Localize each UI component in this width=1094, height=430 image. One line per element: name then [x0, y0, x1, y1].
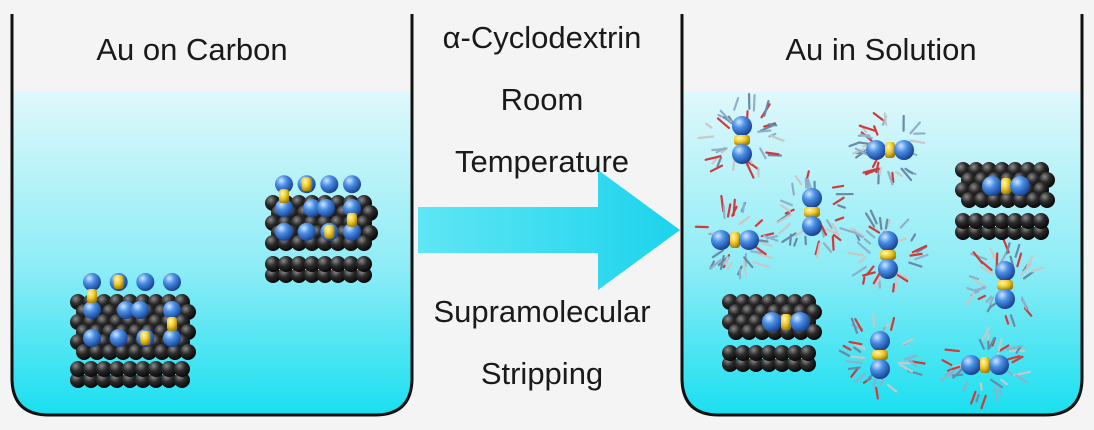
process-stripping: Stripping — [480, 356, 604, 391]
gold-ring-lower — [83, 273, 181, 347]
cd-complex-4 — [694, 194, 779, 280]
cd-complex-5 — [847, 209, 929, 293]
cd-complex-2-gold-complex — [866, 140, 914, 160]
cd-complex-1-gold-complex — [732, 116, 752, 164]
cd-complex-2 — [848, 112, 926, 186]
left-beaker — [10, 14, 414, 417]
gold-ring-upper — [275, 175, 361, 241]
right-beaker-title: Au in Solution — [785, 32, 977, 67]
cd-complex-7-gold-complex — [870, 331, 890, 379]
cd-complex-3-gold-complex — [802, 188, 822, 236]
gold-complex-residual-right — [982, 176, 1030, 196]
carbon-slab-stripped-left — [722, 294, 822, 372]
condition-reagent: α-Cyclodextrin — [442, 20, 642, 55]
carbon-slab-stripped-right — [955, 162, 1055, 240]
cd-complex-6-gold-complex — [995, 261, 1015, 309]
right-beaker-outline — [680, 14, 1084, 417]
cd-complex-6 — [964, 237, 1045, 327]
reaction-arrow — [418, 170, 680, 290]
cd-complex-8-gold-complex — [961, 355, 1009, 375]
left-beaker-outline — [10, 14, 414, 417]
right-beaker — [680, 14, 1084, 417]
gold-complex-residual-left — [762, 312, 810, 332]
left-beaker-title: Au on Carbon — [96, 32, 288, 67]
process-supramolecular: Supramolecular — [433, 294, 651, 329]
condition-temperature: Temperature — [454, 144, 630, 179]
cd-complex-8 — [939, 326, 1032, 410]
cd-complex-3 — [776, 170, 854, 259]
cd-complex-5-gold-complex — [878, 231, 898, 279]
cd-complex-4-gold-complex — [711, 230, 759, 250]
condition-room: Room — [500, 82, 584, 117]
cd-complex-7 — [838, 312, 926, 400]
cd-complex-1 — [697, 93, 785, 179]
